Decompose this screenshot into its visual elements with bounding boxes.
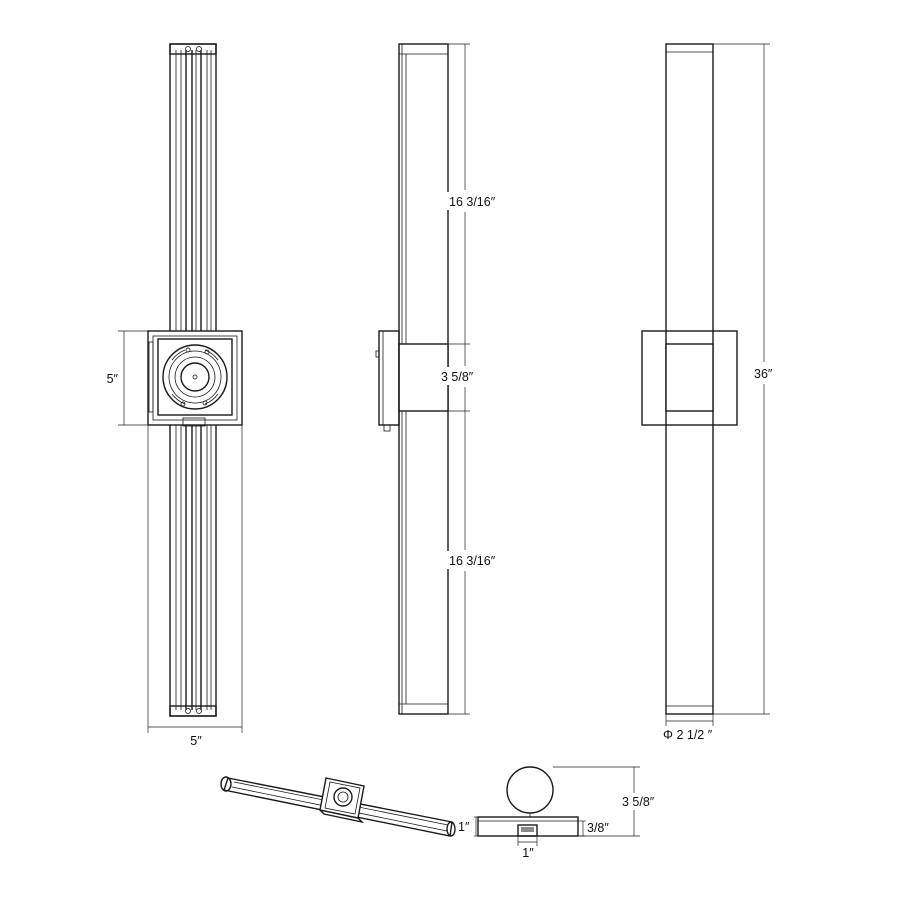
top-base-width-label: 1″ xyxy=(522,846,534,860)
top-projection-label: 3 5/8″ xyxy=(622,795,655,809)
top-offset-label: 3/8″ xyxy=(587,821,609,835)
top-base-height-label: 1″ xyxy=(458,820,470,834)
side-height-dimensions: 16 3/16″ 3 5/8″ 16 3/16″ xyxy=(439,43,509,715)
lower-section-height-label: 16 3/16″ xyxy=(449,554,496,568)
back-view xyxy=(147,43,243,717)
back-plate-width-label: 5″ xyxy=(190,734,202,748)
overall-height-dimension: 36″ xyxy=(713,43,773,715)
overall-height-label: 36″ xyxy=(754,367,773,381)
top-view xyxy=(477,766,579,837)
back-plate-width-dimension: 5″ xyxy=(147,425,243,748)
front-view xyxy=(641,43,738,715)
middle-section-height-label: 3 5/8″ xyxy=(441,370,474,384)
side-view xyxy=(375,43,449,715)
top-view-dimensions: 3 5/8″ 1″ 3/8″ 1″ xyxy=(458,766,655,860)
back-plate-height-label: 5″ xyxy=(107,372,119,386)
diameter-label: Φ 2 1/2 ″ xyxy=(663,728,713,742)
diameter-dimension: Φ 2 1/2 ″ xyxy=(663,714,714,742)
perspective-view xyxy=(220,776,456,837)
upper-section-height-label: 16 3/16″ xyxy=(449,195,496,209)
back-plate-height-dimension: 5″ xyxy=(107,330,148,426)
